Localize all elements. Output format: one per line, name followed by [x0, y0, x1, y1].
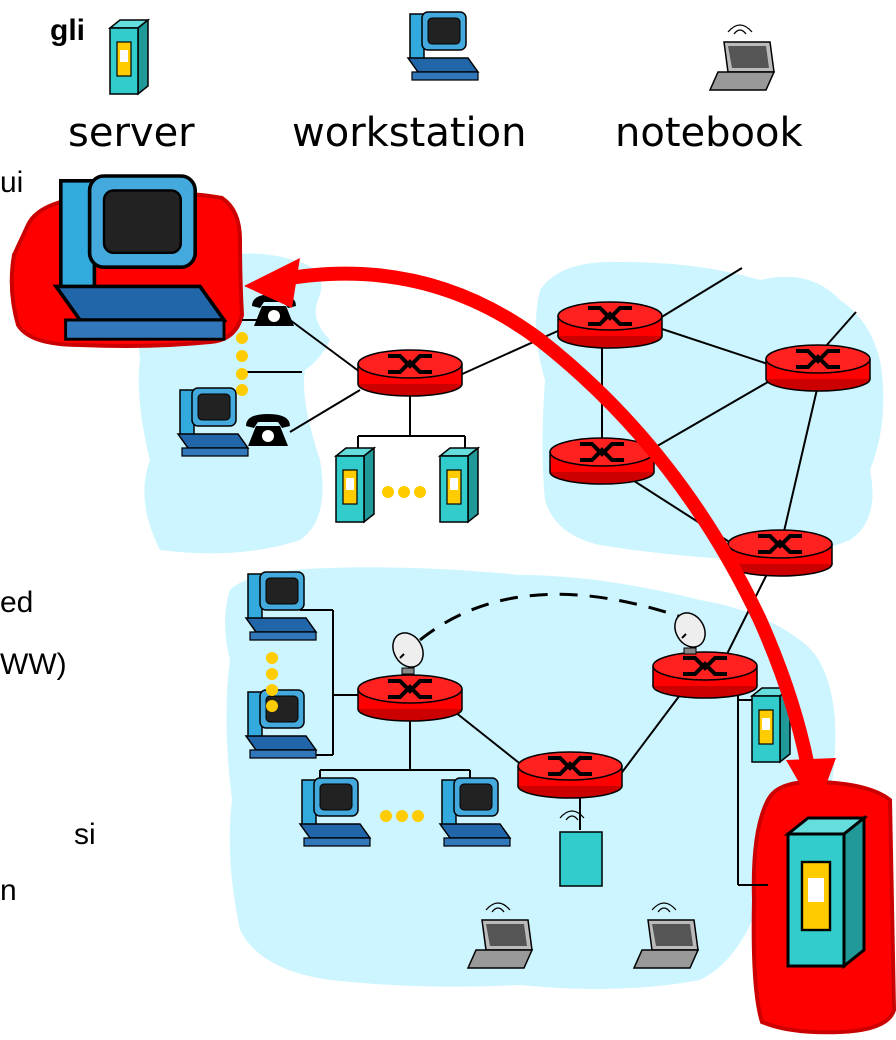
router-icon [356, 348, 464, 398]
legend-notebook-label: notebook [615, 110, 803, 156]
router-icon [516, 750, 624, 800]
router-icon [726, 528, 834, 578]
text-fragment-ui: ui [0, 166, 24, 199]
legend-server-label: server [68, 110, 195, 156]
access-point-icon [559, 831, 603, 887]
server-icon [335, 447, 375, 523]
server-icon [439, 447, 479, 523]
notebook-icon [709, 24, 775, 91]
legend-workstation-label: workstation [292, 110, 527, 156]
workstation-icon [407, 11, 479, 81]
arrowhead-server [786, 758, 836, 812]
target-server-icon [786, 816, 866, 968]
router-icon [356, 673, 464, 723]
text-fragment-si: si [74, 818, 96, 851]
text-fragment-ed: ed [0, 586, 34, 619]
text-fragment-ww: WW) [0, 648, 67, 681]
router-icon [556, 300, 664, 350]
communication-path-arrow [261, 266, 819, 797]
arrowhead-client [244, 258, 300, 308]
router-icon [651, 650, 759, 700]
server-icon [109, 19, 149, 95]
text-fragment-n: n [0, 874, 17, 907]
router-icon [764, 343, 872, 393]
text-fragment-gli: gli [50, 14, 85, 47]
router-icon [548, 436, 656, 486]
wireless-link [419, 592, 691, 642]
